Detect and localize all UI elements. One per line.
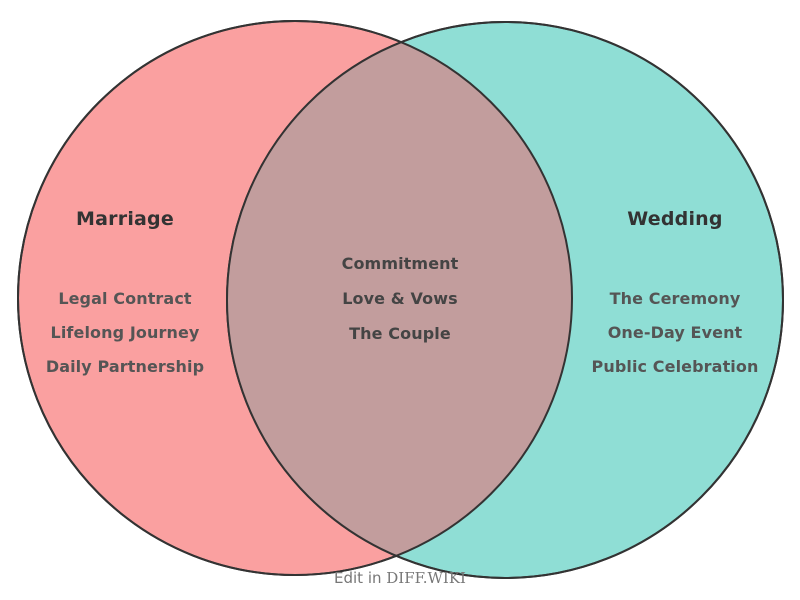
- venn-circle-left-outline: [17, 20, 573, 576]
- venn-intersection-region[interactable]: [227, 22, 783, 578]
- venn-circle-right-outline: [226, 21, 784, 579]
